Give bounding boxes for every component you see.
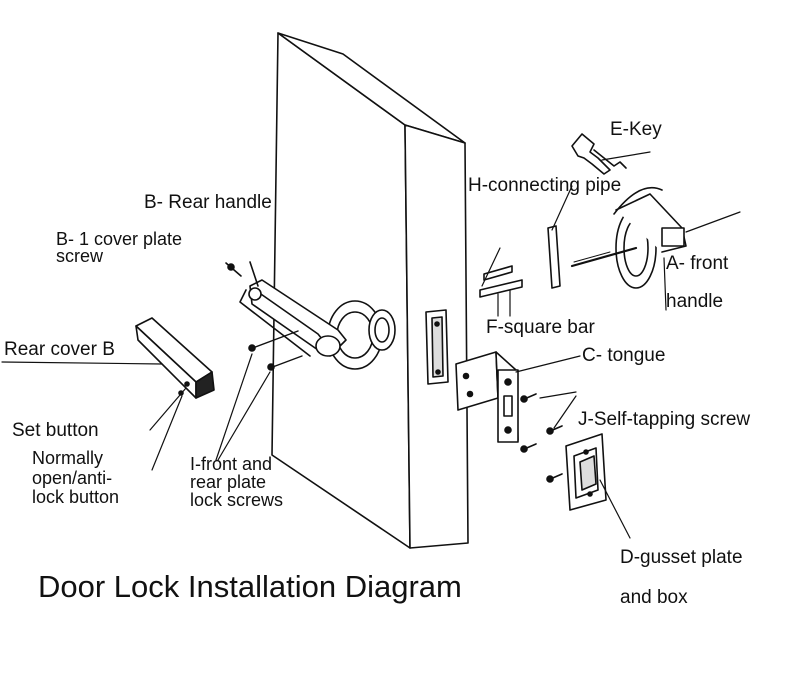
- door-slab: [271, 32, 469, 549]
- self-tapping-screws: [520, 391, 577, 483]
- label-b1-cover-plate-screw-line2: screw: [56, 246, 104, 266]
- label-c-tongue: C- tongue: [582, 345, 666, 366]
- cover-plate-screw: [225, 262, 242, 277]
- front-handle: [570, 186, 741, 311]
- label-d-gusset-plate-line1: D-gusset plate: [620, 547, 743, 568]
- latch-tongue: [455, 351, 581, 443]
- gusset-plate-and-box: [565, 433, 631, 539]
- label-h-connecting-pipe: H-connecting pipe: [468, 175, 622, 196]
- label-rear-cover-b: Rear cover B: [4, 339, 115, 360]
- label-set-button: Set button: [12, 420, 99, 441]
- label-a-front-handle-line1: A- front: [666, 253, 729, 274]
- label-f-square-bar: F-square bar: [486, 317, 595, 338]
- label-e-key: E-Key: [610, 119, 662, 140]
- label-b-rear-handle: B- Rear handle: [144, 192, 272, 213]
- rear-cover-box: [1, 317, 215, 471]
- diagram-title: Door Lock Installation Diagram: [38, 569, 462, 604]
- rear-handle: [239, 261, 347, 357]
- label-a-front-handle-line2: handle: [666, 291, 724, 312]
- key: [571, 133, 651, 175]
- plate-lock-screws: [215, 330, 303, 461]
- rear-rose-and-knob: [327, 300, 396, 370]
- label-i-screws-line3: lock screws: [190, 490, 284, 510]
- label-normally-open-line1: Normally: [32, 448, 104, 468]
- label-i-screws-line2: rear plate: [190, 472, 267, 492]
- label-d-gusset-plate-line2: and box: [620, 587, 688, 608]
- connecting-pipe-and-square-bar: [479, 185, 573, 317]
- label-b1-cover-plate-screw-line1: B- 1 cover plate: [56, 229, 183, 249]
- label-j-self-tapping-screw: J-Self-tapping screw: [578, 409, 751, 430]
- label-i-screws-line1: I-front and: [190, 454, 273, 474]
- label-normally-open-line3: lock button: [32, 487, 120, 507]
- label-normally-open-line2: open/anti-: [32, 468, 113, 488]
